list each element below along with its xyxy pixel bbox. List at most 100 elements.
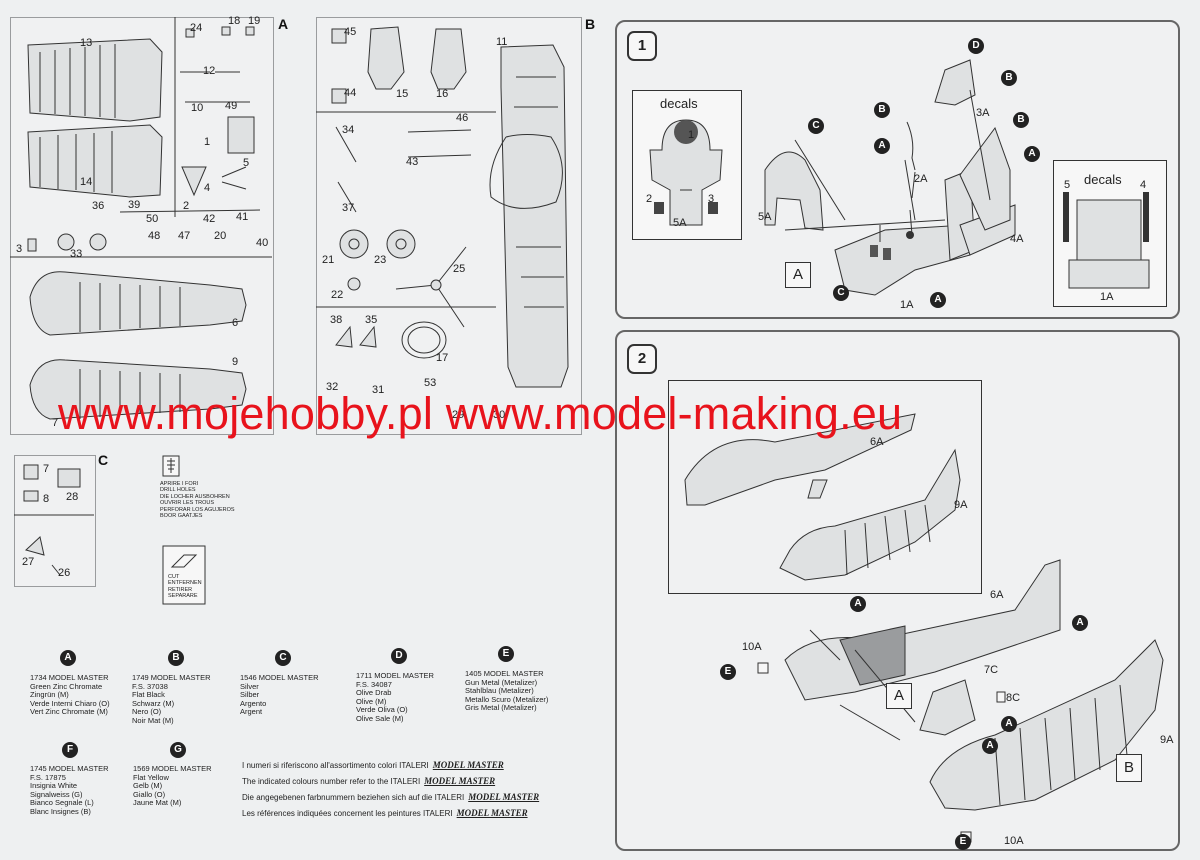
instrument-panel-drawing	[649, 119, 723, 226]
part-5: 5	[243, 157, 250, 169]
paint-ref-a-bulkhead: A	[1024, 146, 1040, 162]
note-line-de: Die angegebenen farbnummern beziehen sic…	[242, 792, 540, 802]
part-49: 49	[225, 100, 238, 112]
part-48: 48	[148, 230, 161, 242]
paint-ref-a: A	[60, 650, 76, 666]
part-4a: 4A	[1010, 233, 1024, 245]
paint-ref-c-panel: C	[808, 118, 824, 134]
paint-ref-e-bottom: E	[955, 834, 971, 850]
part-7: 7	[52, 417, 59, 429]
watermark: www.mojehobby.pl www.model-making.eu	[58, 388, 903, 439]
part-44: 44	[344, 87, 357, 99]
part-36: 36	[92, 200, 105, 212]
part-15: 15	[396, 88, 409, 100]
part-21: 21	[322, 254, 335, 266]
note-line-it: I numeri si riferiscono all'assortimento…	[242, 760, 504, 770]
inset-part-5: 5	[1064, 179, 1071, 191]
part-9: 9	[232, 356, 239, 368]
part-3a: 3A	[976, 107, 990, 119]
part-6a-top: 6A	[870, 436, 884, 448]
part-29: 29	[452, 409, 465, 421]
step-1-box-a: A	[785, 262, 811, 288]
part-24: 24	[190, 22, 203, 34]
decals-label-left: decals	[660, 96, 698, 111]
part-47: 47	[178, 230, 191, 242]
part-7c: 7C	[984, 664, 999, 676]
part-18: 18	[228, 15, 241, 27]
part-43: 43	[406, 156, 419, 168]
paint-ref-b-stick: B	[874, 102, 890, 118]
part-39: 39	[128, 199, 141, 211]
part-40: 40	[256, 237, 269, 249]
part-30: 30	[493, 409, 506, 421]
step-2-box-a: A	[886, 683, 912, 709]
part-17: 17	[436, 352, 449, 364]
step-2-box-b: B	[1116, 754, 1142, 782]
sprue-a-drawing	[10, 17, 272, 420]
note-line-en: The indicated colours number refer to th…	[242, 776, 496, 786]
part-6: 6	[232, 317, 239, 329]
part-8c: 8	[43, 493, 50, 505]
paint-ref-a-stick: A	[874, 138, 890, 154]
cut-legend: CUT ENTFERNEN RETIRER SEPARARE	[168, 574, 202, 600]
part-53: 53	[424, 377, 437, 389]
inset-part-2: 2	[646, 193, 653, 205]
paint-ref-d: D	[391, 648, 407, 664]
fuselage-halves-drawing	[684, 413, 1164, 843]
part-9a-top: 9A	[954, 499, 968, 511]
inset-part-1a: 1A	[1100, 291, 1114, 303]
part-2a: 2A	[914, 173, 928, 185]
part-37: 37	[342, 202, 355, 214]
part-42: 42	[203, 213, 216, 225]
part-3: 3	[16, 243, 23, 255]
cockpit-assembly-drawing	[764, 59, 1016, 296]
part-28c: 28	[66, 491, 79, 503]
paint-ref-a-floor: A	[930, 292, 946, 308]
part-10a-bottom: 10A	[1004, 835, 1024, 847]
paint-ref-c-floor: C	[833, 285, 849, 301]
part-1: 1	[204, 136, 211, 148]
paint-ref-b: B	[168, 650, 184, 666]
part-31: 31	[372, 384, 385, 396]
paint-ref-f: F	[62, 742, 78, 758]
part-4: 4	[204, 182, 211, 194]
paint-ref-a-wall: A	[850, 596, 866, 612]
drill-holes-legend: APRIRE I FORI DRILL HOLES DIE LOCHER AUS…	[160, 481, 235, 520]
part-46: 46	[456, 112, 469, 124]
part-27c: 27	[22, 556, 35, 568]
note-line-fr: Les références indiquées concernent les …	[242, 808, 528, 818]
part-32: 32	[326, 381, 339, 393]
part-2: 2	[183, 200, 190, 212]
part-9a-bottom: 9A	[1160, 734, 1174, 746]
step-2-number: 2	[627, 344, 657, 374]
seatbelt-drawing	[1063, 192, 1150, 289]
inset-part-4: 4	[1140, 179, 1147, 191]
paint-ref-b-bulkhead: B	[1013, 112, 1029, 128]
paint-ref-a-fus2: A	[982, 738, 998, 754]
part-5a: 5A	[758, 211, 772, 223]
paint-ref-g: G	[170, 742, 186, 758]
paint-ref-d-seat: D	[968, 38, 984, 54]
part-6a-bottom: 6A	[990, 589, 1004, 601]
part-1a: 1A	[900, 299, 914, 311]
step-2-fuselage-inset	[668, 380, 982, 594]
sprue-c-drawing	[14, 464, 94, 576]
sprue-b-letter: B	[585, 16, 596, 32]
paint-ref-c: C	[275, 650, 291, 666]
paint-ref-b-seat: B	[1001, 70, 1017, 86]
inset-part-3: 3	[708, 193, 715, 205]
step-1-number: 1	[627, 31, 657, 61]
paint-ref-e: E	[498, 646, 514, 662]
inset-part-1: 1	[688, 129, 695, 141]
part-35: 35	[365, 314, 378, 326]
paint-ref-e-left: E	[720, 664, 736, 680]
part-10: 10	[191, 102, 204, 114]
paint-ref-a-rear: A	[1072, 615, 1088, 631]
paint-ref-a-fus1: A	[1001, 716, 1017, 732]
sprue-c-letter: C	[98, 452, 109, 468]
inset-part-5a: 5A	[673, 217, 687, 229]
